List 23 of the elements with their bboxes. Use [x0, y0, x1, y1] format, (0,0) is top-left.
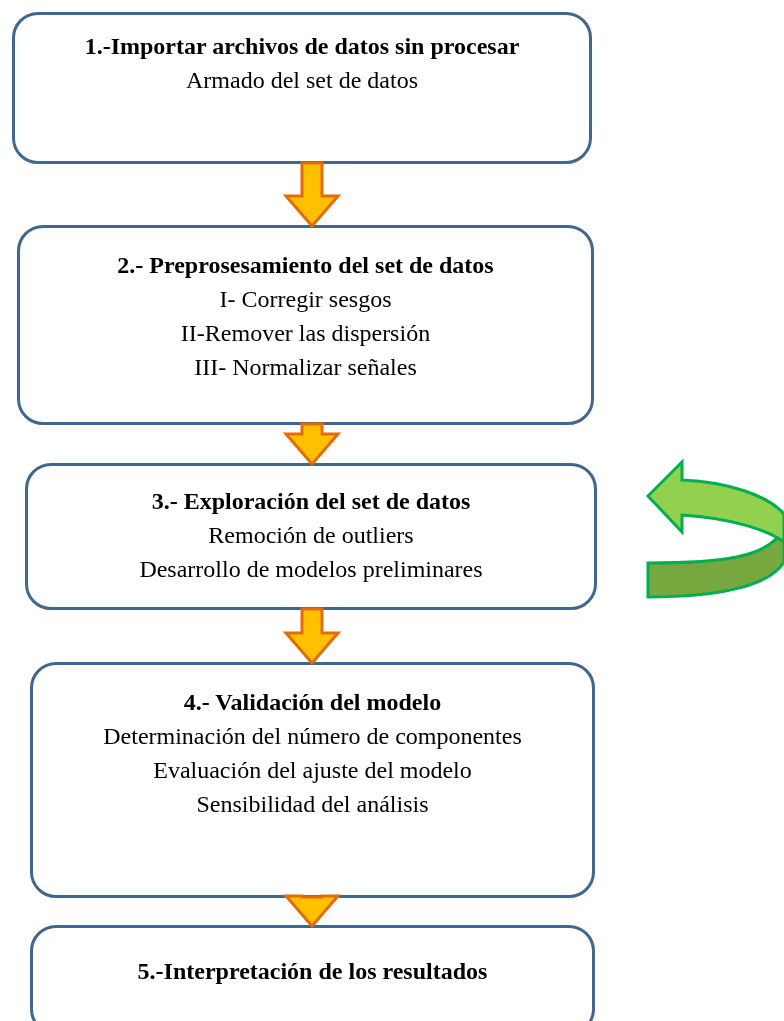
step-description: Remoción de outliers	[208, 521, 414, 550]
process-box	[25, 463, 597, 610]
process-box	[30, 925, 595, 1021]
block-arrow	[282, 607, 342, 666]
process-box	[12, 12, 592, 164]
block-arrow	[282, 161, 342, 229]
process-box	[17, 225, 594, 425]
step-description: Desarrollo de modelos preliminares	[139, 555, 483, 584]
step-title: 1.-Importar archivos de datos sin procesar	[84, 32, 520, 61]
step-description: Sensibilidad del análisis	[196, 790, 429, 819]
step-title: 5.-Interpretación de los resultados	[137, 957, 488, 986]
block-arrow	[282, 894, 342, 929]
process-box	[30, 662, 595, 898]
step-title: 2.- Preprosesamiento del set de datos	[117, 251, 494, 280]
step-description: Armado del set de datos	[186, 66, 418, 95]
step-title: 4.- Validación del modelo	[183, 688, 442, 717]
step-description: I- Corregir sesgos	[219, 285, 392, 314]
step-title: 3.- Exploración del set de datos	[151, 487, 471, 516]
block-arrow	[282, 422, 342, 467]
step-description: Evaluación del ajuste del modelo	[153, 756, 472, 785]
step-description: III- Normalizar señales	[194, 353, 417, 382]
step-description: II-Remover las dispersión	[180, 319, 431, 348]
step-description: Determinación del número de componentes	[103, 722, 522, 751]
